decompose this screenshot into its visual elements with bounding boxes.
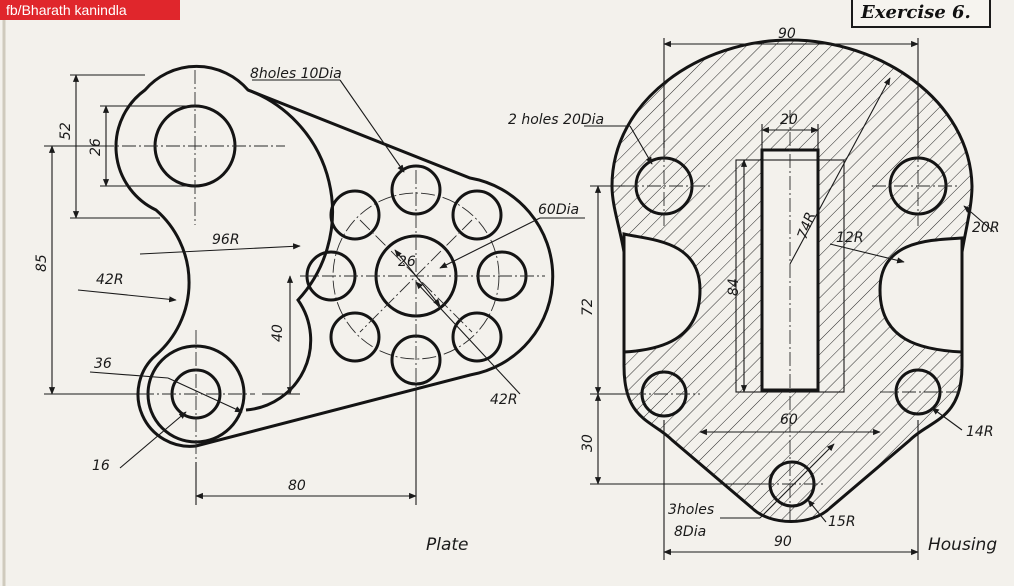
plate-dim-36: 36	[94, 356, 112, 372]
plate-dim-96r: 96R	[212, 232, 240, 248]
plate-dim-52: 52	[58, 122, 74, 140]
housing-dim-90-bottom: 90	[774, 534, 792, 550]
housing-dim-72: 72	[580, 298, 596, 316]
plate-dim-40: 40	[270, 324, 286, 342]
housing-holes3-label: 3holes	[668, 502, 714, 518]
exercise-title: Exercise 6.	[851, 0, 991, 28]
housing-dim-12r: 12R	[836, 230, 864, 246]
housing-dim-90-top: 90	[778, 26, 796, 42]
watermark-label: fb/Bharath kanindla	[0, 0, 180, 20]
housing-dim-84: 84	[726, 278, 742, 296]
plate-holes8-label: 8holes 10Dia	[250, 66, 342, 82]
plate-dim-16: 16	[92, 458, 110, 474]
housing-holes3-dia-label: 8Dia	[674, 524, 706, 540]
plate-caption: Plate	[426, 535, 469, 555]
housing-dim-14r: 14R	[966, 424, 994, 440]
housing-holes2-label: 2 holes 20Dia	[508, 112, 604, 128]
housing-dim-60: 60	[780, 412, 798, 428]
housing-right-cutout	[878, 236, 964, 354]
plate-pcd-60: 60Dia	[538, 202, 579, 218]
plate-view: 8holes 10Dia 52 26 85 96R 42R 40 36 16 8…	[34, 64, 585, 555]
housing-dim-15r: 15R	[828, 514, 856, 530]
housing-caption: Housing	[928, 535, 997, 555]
housing-dim-30: 30	[580, 434, 596, 452]
plate-dim-85: 85	[34, 254, 50, 272]
plate-outline	[114, 64, 555, 448]
plate-dim-26b: 26	[398, 254, 416, 270]
plate-dim-26a: 26	[88, 138, 104, 156]
housing-dim-20r: 20R	[972, 220, 1000, 236]
housing-left-cutout	[622, 232, 702, 354]
housing-dim-20: 20	[780, 112, 798, 128]
plate-dim-42r-left: 42R	[96, 272, 124, 288]
housing-view: 90 2 holes 20Dia 20 74R 12R 20R 84 72 60…	[508, 26, 1000, 560]
plate-dim-42r-right: 42R	[490, 392, 518, 408]
housing-hole-bottom-right	[894, 368, 942, 416]
plate-dim-80: 80	[288, 478, 306, 494]
